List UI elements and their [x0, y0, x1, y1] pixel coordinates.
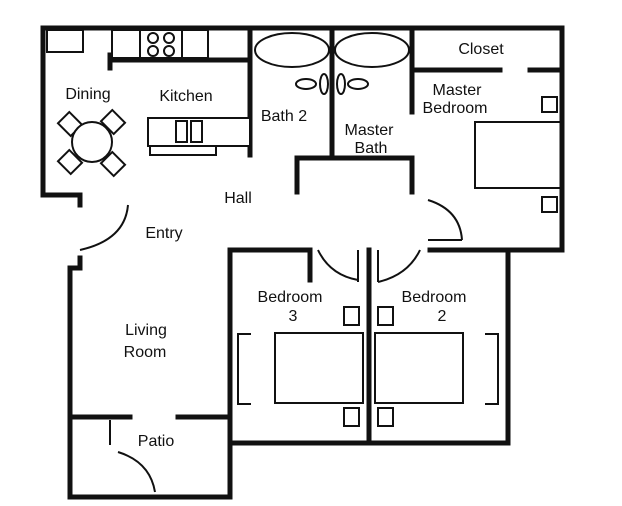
label-dining: Dining — [65, 86, 110, 103]
interior-walls — [67, 25, 565, 446]
bed-3-icon — [237, 306, 364, 427]
label-patio: Patio — [138, 433, 175, 450]
label-master-bath-2: Bath — [355, 140, 388, 157]
label-bedroom-3-1: Bedroom — [258, 289, 323, 306]
master-bed-icon — [474, 96, 560, 213]
label-hall: Hall — [224, 190, 252, 207]
exterior-walls — [40, 25, 565, 500]
label-kitchen: Kitchen — [159, 88, 212, 105]
tub-icon — [254, 32, 330, 68]
stove-icon — [139, 29, 183, 59]
label-bedroom-2-1: Bedroom — [402, 289, 467, 306]
bed-2-icon — [374, 306, 499, 427]
doors — [79, 199, 463, 493]
label-master-bath-1: Master — [345, 122, 395, 139]
label-bath-2: Bath 2 — [261, 108, 307, 125]
label-master-bedroom-1: Master — [433, 82, 483, 99]
label-bedroom-2-2: 2 — [438, 308, 447, 325]
label-living-room-1: Living — [125, 322, 167, 339]
label-bedroom-3-2: 3 — [289, 308, 298, 325]
label-closet: Closet — [458, 41, 504, 58]
dining-table-icon — [56, 108, 127, 178]
tub-icon — [334, 32, 410, 68]
label-master-bedroom-2: Bedroom — [423, 100, 488, 117]
label-living-room-2: Room — [124, 344, 167, 361]
room-labels: Dining Kitchen Bath 2 Master Bath Closet… — [65, 41, 504, 450]
bath-fixtures — [254, 32, 410, 95]
kitchen-fixtures — [46, 29, 251, 156]
label-entry: Entry — [145, 225, 182, 242]
